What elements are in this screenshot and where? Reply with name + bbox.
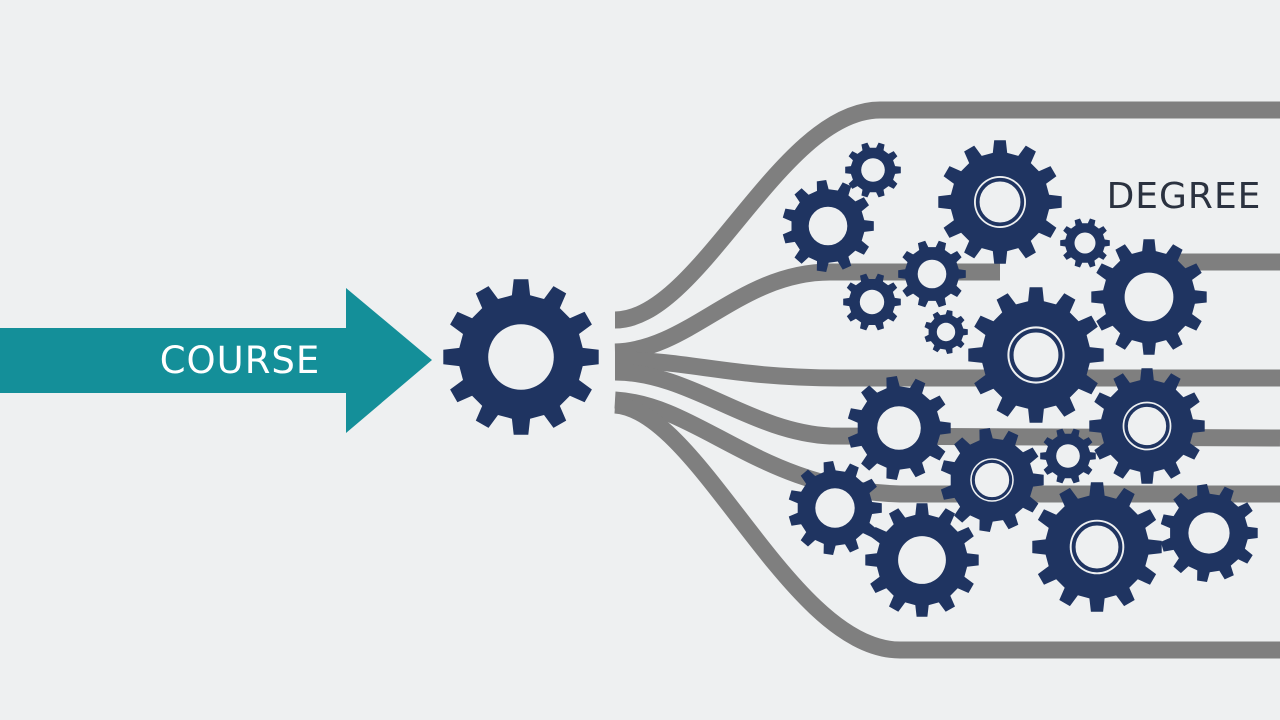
gear-icon — [865, 503, 979, 617]
gear-icon — [1060, 218, 1110, 268]
gear-icon — [1032, 482, 1162, 612]
gear-icon — [782, 180, 874, 272]
gear-icon — [847, 376, 951, 480]
degree-label: DEGREE — [1107, 176, 1262, 217]
gear-icon — [898, 240, 966, 308]
gear-icon — [1091, 239, 1207, 355]
gear-icon — [843, 273, 901, 331]
pipe-top — [614, 101, 1280, 329]
gear-icon — [1089, 368, 1205, 484]
gears — [443, 140, 1258, 617]
pipe-upper-mid — [614, 263, 1000, 361]
gear-icon — [788, 461, 882, 555]
arrow-shape — [0, 288, 432, 433]
pipe-bottom — [613, 396, 1280, 659]
gear-icon — [845, 142, 901, 198]
gear-icon — [1160, 484, 1258, 582]
pipe-middle — [614, 351, 1280, 387]
gear-icon — [924, 310, 968, 354]
course-arrow: COURSE — [0, 288, 432, 433]
gear-icon — [443, 279, 599, 435]
course-label: COURSE — [160, 339, 321, 382]
gear-icon — [1040, 428, 1096, 484]
gear-icon — [938, 140, 1062, 264]
gear-icon — [968, 287, 1104, 423]
pipe-lower-mid — [614, 363, 1280, 447]
gear-icon — [940, 428, 1044, 532]
